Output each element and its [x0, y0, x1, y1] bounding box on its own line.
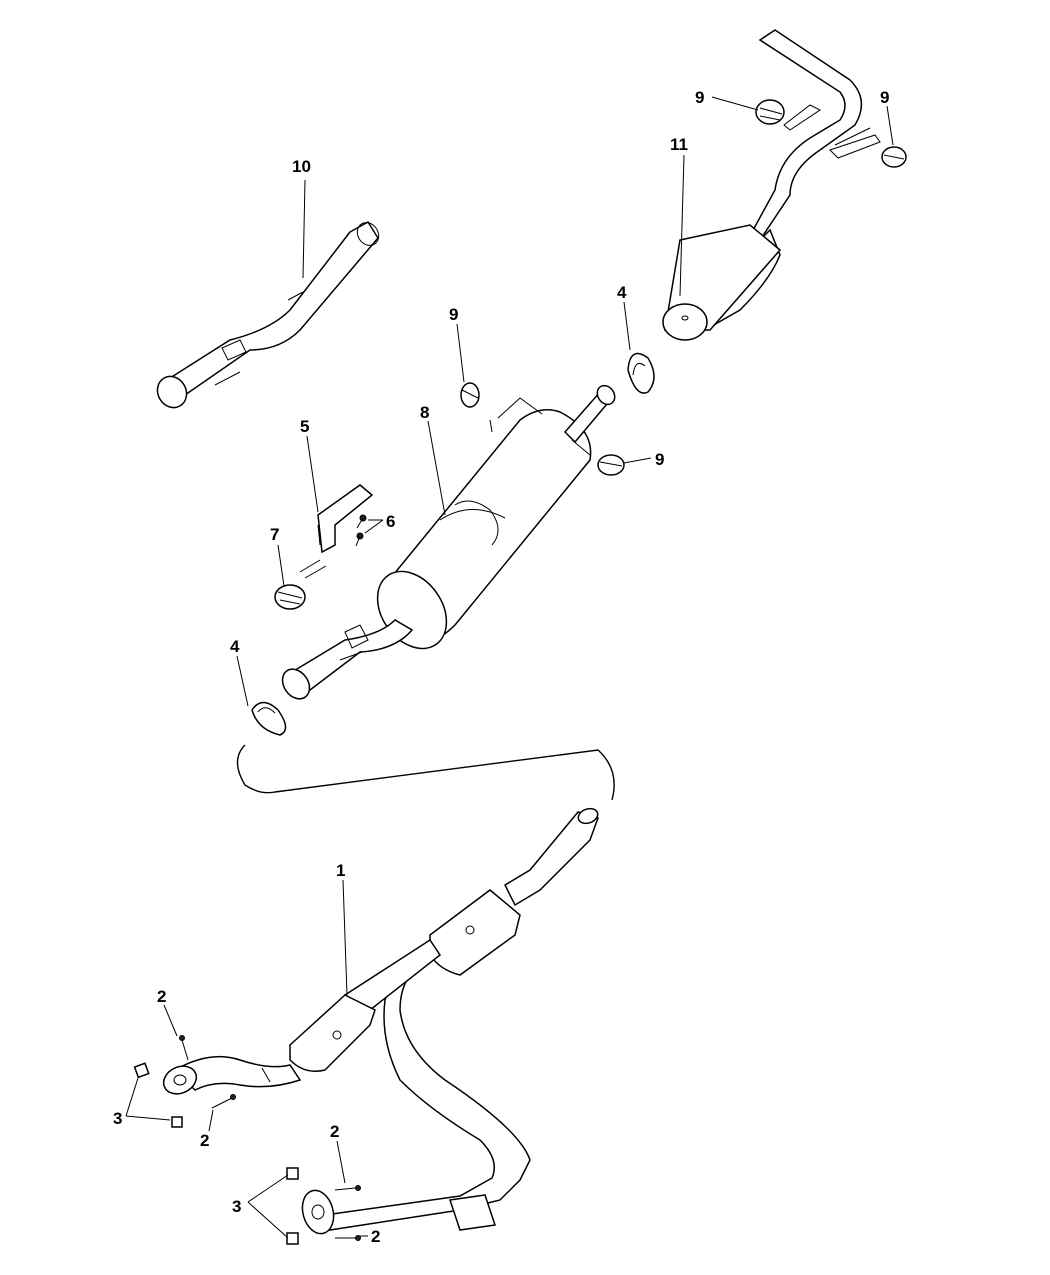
- callout-2: 2: [371, 1227, 380, 1246]
- callout-6: 6: [386, 512, 395, 531]
- muffler-assembly: [281, 384, 616, 700]
- intermediate-pipe: [156, 220, 380, 409]
- callout-7: 7: [270, 525, 279, 544]
- hanger-bracket: [299, 484, 374, 579]
- catalytic-converter-y-pipe: [162, 807, 599, 1235]
- callout-1: 1: [336, 861, 345, 880]
- callout-11: 11: [670, 135, 688, 154]
- gaskets: [251, 352, 655, 736]
- callout-3: 3: [113, 1109, 122, 1128]
- callout-2: 2: [157, 987, 166, 1006]
- rubber-isolator-9: [460, 99, 907, 476]
- callout-9: 9: [449, 305, 458, 324]
- tailpipe-assembly: [662, 29, 881, 341]
- callout-9: 9: [880, 88, 889, 107]
- group-bracket: [236, 744, 615, 801]
- callout-3: 3: [232, 1197, 241, 1216]
- callout-2: 2: [200, 1131, 209, 1150]
- callout-9: 9: [695, 88, 704, 107]
- callout-8: 8: [420, 403, 429, 422]
- flange-nuts: [133, 1062, 299, 1245]
- rubber-isolator-7: [274, 584, 306, 610]
- bolts: [355, 514, 367, 547]
- callout-2: 2: [330, 1122, 339, 1141]
- callout-4: 4: [230, 637, 240, 656]
- callout-4: 4: [617, 283, 627, 302]
- leader-lines: [125, 96, 894, 1239]
- callout-9: 9: [655, 450, 664, 469]
- callout-10: 10: [292, 157, 311, 176]
- callout-5: 5: [300, 417, 309, 436]
